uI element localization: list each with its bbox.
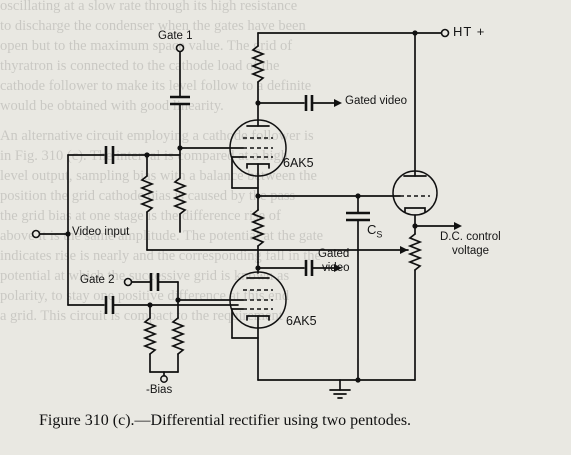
upper-tube-label: 6AK5 (283, 156, 314, 170)
cathode-network (146, 193, 409, 381)
video-input-network (31, 146, 239, 314)
upper-plate-resistor (250, 45, 342, 121)
bg-line: indicates rise is nearly and the corresp… (0, 248, 321, 264)
bg-line: position the grid cathode bias is caused… (0, 188, 296, 204)
output-tube (392, 170, 462, 381)
bias-label: -Bias (146, 384, 173, 396)
video-input-label: Video input (72, 226, 130, 238)
gate1-network (170, 43, 190, 233)
lower-tube-6ak5 (229, 260, 342, 381)
ht-plus-label: HT + (453, 24, 486, 39)
bg-line: open but to the maximum space value. The… (0, 38, 293, 54)
figure-caption: Figure 310 (c).—Differential rectifier u… (39, 412, 412, 429)
lower-tube-label: 6AK5 (286, 314, 317, 328)
voltage-label: voltage (452, 245, 490, 257)
bg-line: the grid bias at one stage is the differ… (0, 208, 281, 224)
bg-line: above it is the same amplitude. The pote… (0, 228, 324, 244)
cs-label: CS (367, 222, 382, 240)
bg-line: potential at which the successive grid i… (0, 268, 290, 284)
gated-video-top-label: Gated video (345, 95, 408, 107)
gated-label-lower: Gated (318, 248, 350, 260)
bg-line: in Fig. 310 (c). The interval is compare… (0, 148, 289, 164)
bg-line: a grid. This circuit is compact to the r… (0, 308, 283, 324)
video-label-lower: video (322, 262, 350, 274)
bg-line: oscillating at a slow rate through its h… (0, 0, 298, 14)
upper-tube-6ak5 (181, 119, 287, 199)
cs-main: C (367, 222, 377, 237)
bg-line: thyratron is connected to the cathode lo… (0, 58, 280, 74)
gate1-label: Gate 1 (158, 30, 193, 42)
bg-line: to discharge the condenser when the gate… (0, 18, 306, 34)
gate2-label: Gate 2 (80, 274, 115, 286)
dc-control-label: D.C. control (440, 231, 501, 243)
ground-bus (257, 377, 416, 399)
cs-subscript: S (376, 229, 383, 240)
ht-rail (257, 28, 450, 177)
bg-line: level output, sampling bias with a balan… (0, 168, 317, 184)
bg-line: cathode follower to make its level follo… (0, 78, 312, 94)
bg-line: would be obtained with good linearity. (0, 98, 224, 114)
gate2-bias-network (123, 273, 244, 383)
